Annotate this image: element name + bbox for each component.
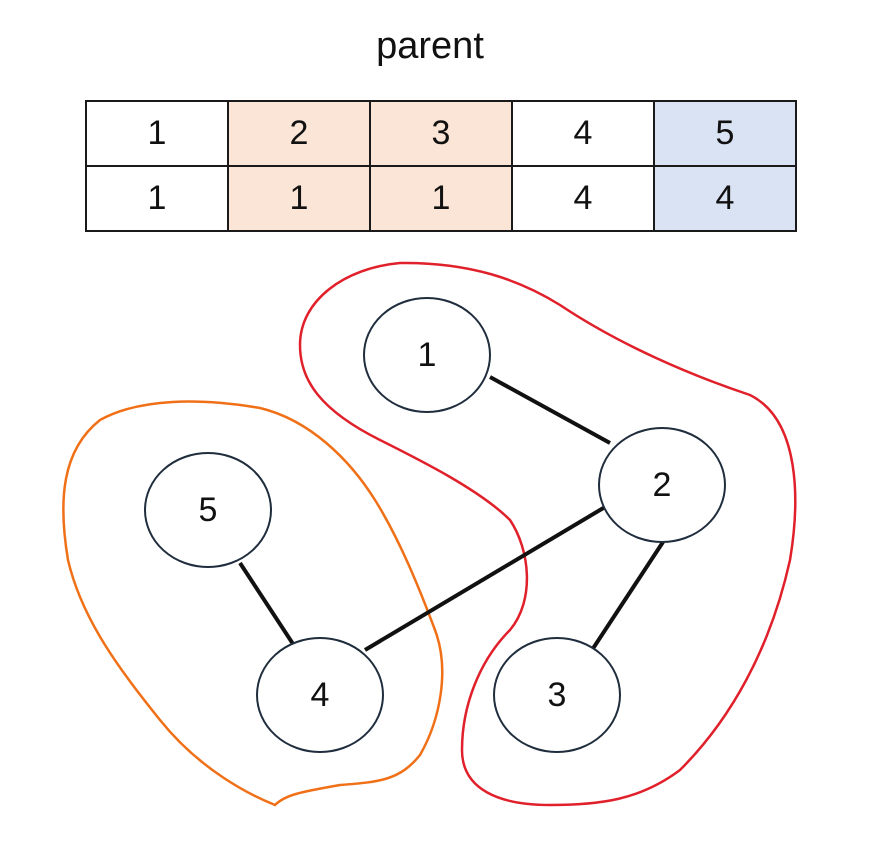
cell-index-4: 4 (511, 100, 655, 167)
graph-node-4: 4 (256, 637, 384, 753)
graph-node-5: 5 (144, 452, 272, 568)
graph-node-3: 3 (493, 637, 621, 753)
node-circle (363, 297, 491, 413)
cell-index-2: 2 (227, 100, 371, 167)
node-circle (256, 637, 384, 753)
cell-parent-1: 1 (85, 165, 229, 232)
cell-parent-4: 4 (511, 165, 655, 232)
node-label: 1 (418, 336, 437, 374)
edge-2-3 (590, 540, 665, 652)
node-circle (598, 427, 726, 543)
cell-index-3: 3 (369, 100, 513, 167)
edge-2-4 (363, 505, 607, 652)
cell-parent-5: 4 (653, 165, 797, 232)
cell-parent-3: 1 (369, 165, 513, 232)
cell-index-1: 1 (85, 100, 229, 167)
node-label: 5 (199, 491, 218, 529)
group-outline-red (298, 261, 797, 807)
parent-table: 1 2 3 4 5 1 1 1 4 4 (85, 100, 797, 232)
edge-5-4 (238, 561, 297, 649)
group-outline-orange (62, 400, 444, 807)
node-label: 2 (653, 466, 672, 504)
node-label: 4 (311, 676, 330, 714)
node-label: 3 (548, 676, 567, 714)
cell-index-5: 5 (653, 100, 797, 167)
graph-node-2: 2 (598, 427, 726, 543)
index-row: 1 2 3 4 5 (85, 100, 797, 167)
cell-parent-2: 1 (227, 165, 371, 232)
node-circle (144, 452, 272, 568)
parent-row: 1 1 1 4 4 (85, 165, 797, 232)
edge-1-2 (489, 375, 611, 445)
node-circle (493, 637, 621, 753)
graph-node-1: 1 (363, 297, 491, 413)
page-title: parent (376, 25, 484, 67)
